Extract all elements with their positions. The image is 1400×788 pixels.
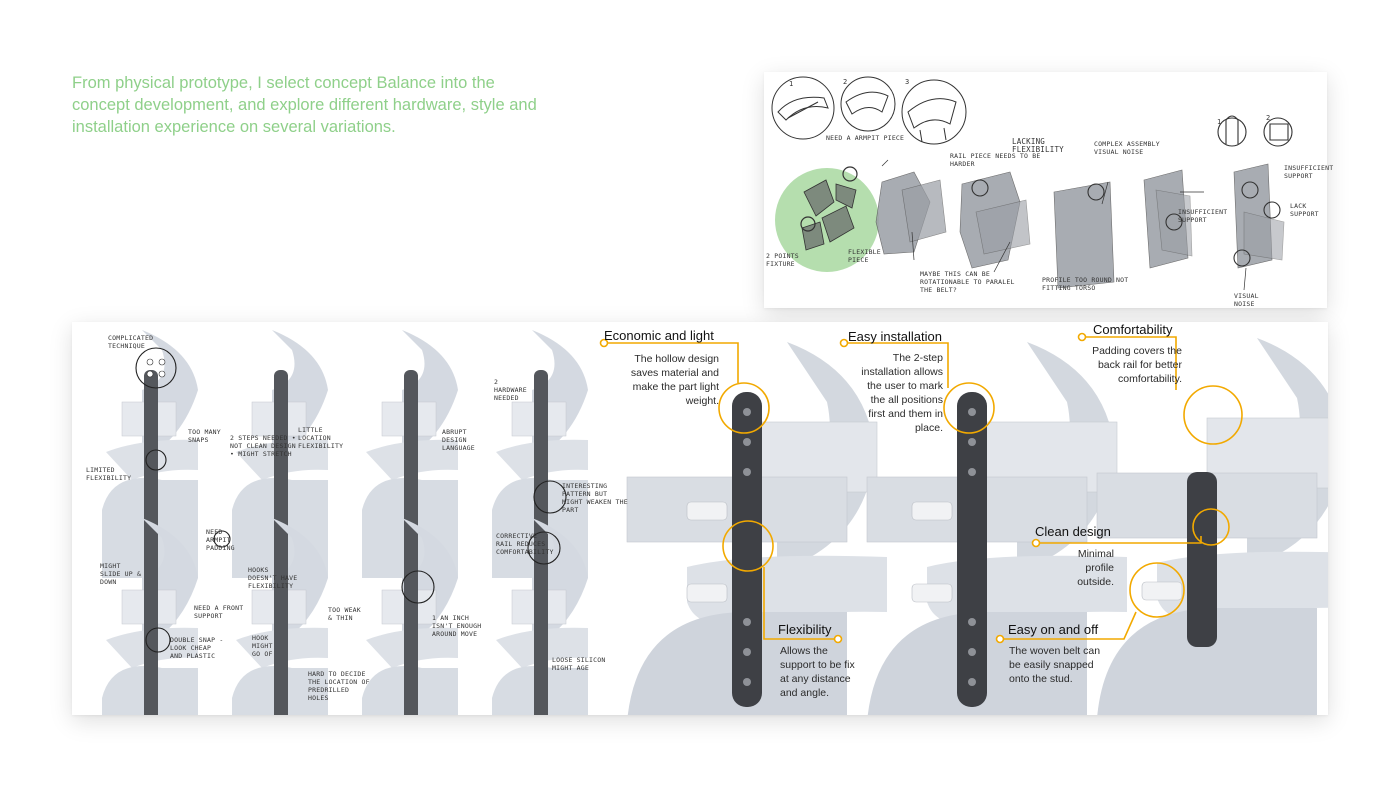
note-loose-silicon: Loose silicon might age	[552, 656, 606, 672]
note-flexible-piece: Flexible piece	[848, 248, 881, 264]
comfortability-highlight	[1183, 385, 1243, 445]
sketch-panel: 1 2 3	[764, 72, 1334, 308]
note-hooks: Hooks doesn't have flexibility	[248, 566, 298, 590]
svg-text:2: 2	[1266, 114, 1270, 122]
note-insufficient-support-2: Insufficient support	[1284, 164, 1334, 180]
callout-comfortability-body: Padding covers the back rail for better …	[1092, 345, 1182, 385]
callout-economic-body: The hollow design saves material and mak…	[630, 353, 719, 407]
callout-clean-body: Minimal profile outside.	[1077, 548, 1114, 588]
note-limited-flex: Limited flexibility	[86, 466, 132, 482]
note-need-armpit: Need a armpit piece	[826, 134, 905, 142]
svg-text:2: 2	[843, 78, 847, 86]
note-hook-might: Hook might go of	[252, 634, 273, 658]
note-too-many-snaps: Too many snaps	[188, 428, 221, 444]
sketch-step-2-circle	[840, 76, 896, 132]
note-two-hardware: 2 hardware needed	[494, 378, 527, 402]
easy-on-off-highlight	[1129, 562, 1185, 618]
note-rail-piece: Rail piece needs to be harder	[950, 152, 1041, 168]
note-lack-support: Lack support	[1290, 202, 1319, 218]
concept-sketches-drawing: 1 2 3	[771, 76, 1293, 291]
intro-paragraph: From physical prototype, I select concep…	[72, 74, 537, 136]
callout-easy-on-off-body: The woven belt can be easily snapped ont…	[1009, 645, 1101, 685]
note-visual-noise: Visual noise	[1234, 292, 1259, 308]
note-two-steps: 2 steps needed • not clean design • migh…	[230, 434, 296, 458]
note-hard-to-decide: Hard to decide the location of predrille…	[308, 670, 370, 702]
note-little-location: Little location flexibility	[298, 426, 344, 450]
svg-text:1: 1	[1217, 118, 1221, 126]
note-complicated: Complicated technique	[108, 334, 154, 350]
note-abrupt: Abrupt design language	[442, 428, 475, 452]
note-might-slide: Might slide up & down	[100, 562, 142, 586]
note-complex-assembly: Complex assembly visual noise	[1094, 140, 1160, 156]
brace-renders-drawing	[101, 329, 1328, 715]
callout-flexibility-body: Allows the support to be fix at any dist…	[780, 645, 855, 699]
sketch-step-1-circle	[771, 76, 835, 140]
callout-easy-on-off-title: Easy on and off	[1008, 622, 1099, 637]
installation-highlight	[943, 382, 995, 434]
callout-flexibility-title: Flexibility	[778, 622, 832, 637]
callout-economic-title: Economic and light	[604, 328, 714, 343]
callout-installation-title: Easy installation	[848, 329, 942, 344]
callout-clean-title: Clean design	[1035, 524, 1111, 539]
callout-installation-body: The 2-step installation allows the user …	[861, 352, 943, 434]
note-insufficient-support-1: Insufficient support	[1178, 208, 1228, 224]
note-corrective-rail: Corrective rail reduces comfortability	[496, 532, 554, 556]
clean-highlight	[1192, 508, 1230, 546]
note-profile-round: Profile too round not fitting torso	[1042, 276, 1129, 292]
callout-comfortability-title: Comfortability	[1093, 322, 1173, 337]
note-need-padding: Need armpit padding	[206, 528, 235, 552]
note-interesting-pattern: Interesting pattern but might weaken the…	[562, 482, 628, 514]
note-too-weak: Too weak & thin	[328, 606, 361, 622]
economic-highlight	[718, 382, 770, 434]
flexibility-highlight	[722, 520, 774, 572]
sketch-step-3-circle	[901, 79, 967, 145]
design-development-panel: Complicated technique Too many snaps Lim…	[72, 322, 1328, 715]
svg-text:1: 1	[789, 80, 793, 88]
note-an-inch: 1 an inch isn't enough around move	[432, 614, 482, 638]
note-two-points: 2 points fixture	[766, 252, 799, 268]
note-double-snap: Double snap - look cheap and plastic	[170, 636, 224, 660]
note-need-front: Need a front support	[194, 604, 244, 620]
note-maybe-this: Maybe this can be rotationable to parale…	[920, 270, 1015, 294]
svg-text:3: 3	[905, 78, 909, 86]
note-lacking-flexibility: Lacking flexibility	[1012, 137, 1064, 154]
